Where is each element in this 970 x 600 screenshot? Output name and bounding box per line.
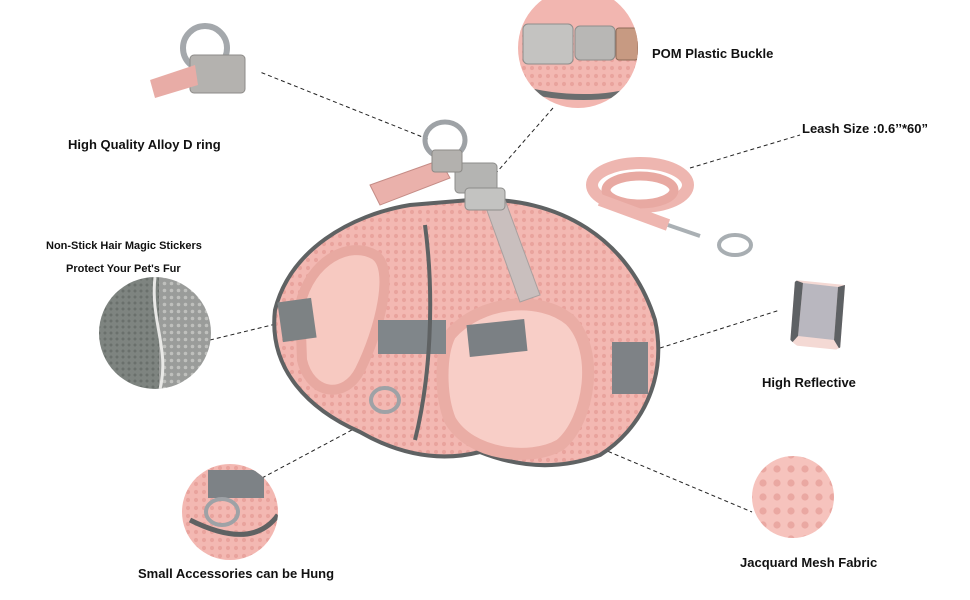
accessories-detail-image <box>182 464 278 560</box>
leash-image <box>586 157 753 257</box>
callout-leash-label: Leash Size :0.6’’*60” <box>802 121 928 136</box>
callout-stickers-label-line1: Non-Stick Hair Magic Stickers <box>46 240 202 252</box>
buckle-detail-image <box>518 0 638 108</box>
stickers-detail-image <box>99 277 211 389</box>
callout-line-dring <box>254 69 431 141</box>
callout-dring-label: High Quality Alloy D ring <box>68 137 221 152</box>
callout-line-leash <box>689 134 801 169</box>
mesh-detail-image <box>752 456 834 538</box>
callout-buckle-label: POM Plastic Buckle <box>652 46 774 61</box>
dring-detail-image <box>150 23 260 133</box>
callout-line-buckle <box>489 107 554 181</box>
reflective-detail-image <box>780 273 860 353</box>
callout-line-accessories <box>261 414 381 479</box>
callout-line-reflective <box>659 309 781 349</box>
harness-image <box>272 119 661 468</box>
callout-reflective-label: High Reflective <box>762 375 856 390</box>
callout-accessories-label: Small Accessories can be Hung <box>138 566 335 581</box>
callout-mesh-label: Jacquard Mesh Fabric <box>740 555 878 570</box>
callout-stickers-label-line2: Protect Your Pet's Fur <box>66 263 181 275</box>
